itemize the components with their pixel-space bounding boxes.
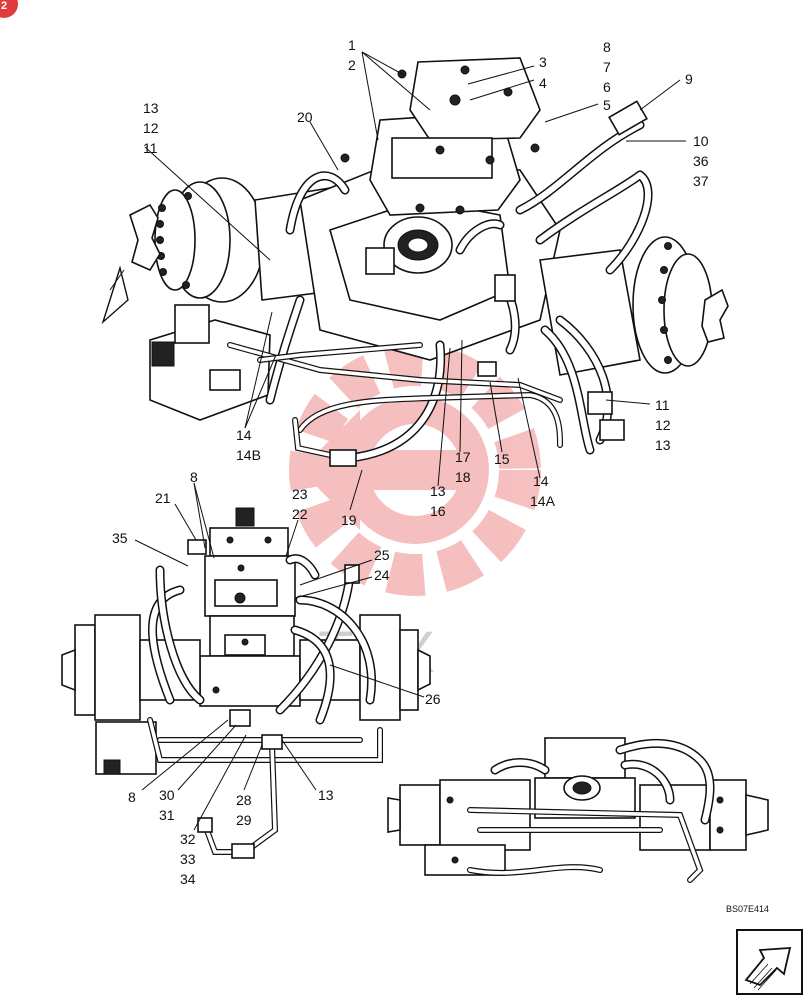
label-11-a: 11 bbox=[143, 140, 158, 156]
label-36: 36 bbox=[693, 153, 709, 169]
label-14-x: 14 bbox=[533, 473, 549, 489]
label-16: 16 bbox=[430, 503, 446, 519]
label-11-b: 11 bbox=[655, 397, 670, 413]
page-badge-number: 2 bbox=[1, 0, 7, 12]
label-7: 7 bbox=[603, 59, 611, 75]
label-13-b: 13 bbox=[655, 437, 671, 453]
rear-view-assembly bbox=[61, 507, 431, 859]
label-8: 8 bbox=[603, 39, 611, 55]
label-20: 20 bbox=[297, 109, 313, 125]
label-21: 21 bbox=[155, 490, 171, 506]
label-8-c: 8 bbox=[128, 789, 136, 805]
label-13-a: 13 bbox=[143, 100, 159, 116]
label-3: 3 bbox=[539, 54, 547, 70]
label-30: 30 bbox=[159, 787, 175, 803]
side-view-assembly bbox=[387, 737, 769, 883]
label-29: 29 bbox=[236, 812, 252, 828]
label-13-c: 13 bbox=[430, 483, 446, 499]
label-12-b: 12 bbox=[655, 417, 671, 433]
label-1: 1 bbox=[348, 37, 356, 53]
label-19: 19 bbox=[341, 512, 357, 528]
label-26: 26 bbox=[425, 691, 441, 707]
label-25: 25 bbox=[374, 547, 390, 563]
label-35: 35 bbox=[112, 530, 128, 546]
label-12-a: 12 bbox=[143, 120, 159, 136]
label-18: 18 bbox=[455, 469, 471, 485]
label-22: 22 bbox=[292, 506, 308, 522]
label-2: 2 bbox=[348, 57, 356, 73]
label-34: 34 bbox=[180, 871, 196, 887]
next-page-button[interactable] bbox=[736, 929, 803, 995]
label-23: 23 bbox=[292, 486, 308, 502]
label-15: 15 bbox=[494, 451, 510, 467]
label-32: 32 bbox=[180, 831, 196, 847]
label-6: 6 bbox=[603, 79, 611, 95]
label-14: 14 bbox=[236, 427, 252, 443]
figure-code: BS07E414 bbox=[726, 904, 769, 914]
label-14a: 14A bbox=[530, 493, 556, 509]
label-24: 24 bbox=[374, 567, 390, 583]
label-17: 17 bbox=[455, 449, 471, 465]
top-assembly bbox=[101, 57, 729, 467]
label-8-b: 8 bbox=[190, 469, 198, 485]
label-9: 9 bbox=[685, 71, 693, 87]
label-33: 33 bbox=[180, 851, 196, 867]
label-28: 28 bbox=[236, 792, 252, 808]
watermark-logo bbox=[289, 344, 541, 596]
rear-labels: 21 8 35 23 22 25 24 26 8 30 31 28 29 13 … bbox=[112, 469, 441, 887]
page-badge: 2 bbox=[0, 0, 18, 18]
top-labels: 1 2 3 4 5 6 7 8 9 10 36 37 20 13 12 11 1… bbox=[143, 37, 709, 528]
label-13-d: 13 bbox=[318, 787, 334, 803]
label-10: 10 bbox=[693, 133, 709, 149]
label-37: 37 bbox=[693, 173, 709, 189]
rear-leader-lines bbox=[134, 482, 425, 831]
label-5: 5 bbox=[603, 97, 611, 113]
top-leader-lines bbox=[144, 51, 686, 511]
label-4: 4 bbox=[539, 75, 547, 91]
label-31: 31 bbox=[159, 807, 175, 823]
label-14b: 14B bbox=[236, 447, 261, 463]
